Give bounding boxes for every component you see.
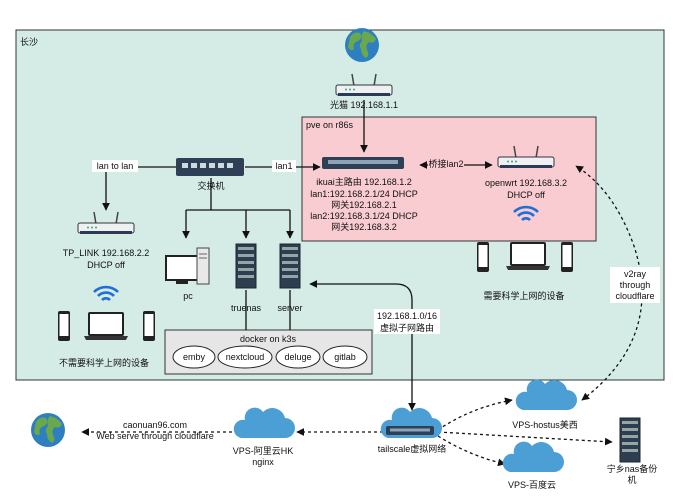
hostus-cloud-icon: [515, 379, 577, 410]
laptop-icon: [84, 312, 128, 340]
pc-icon: [165, 247, 210, 285]
v2ray-label-1: v2ray: [624, 269, 647, 279]
ningxiang-line-2: 机: [627, 474, 636, 485]
openwrt-line-1: openwrt 192.168.3.2: [485, 178, 567, 188]
app-emby-label: emby: [183, 352, 206, 362]
internet-globe-icon: [345, 28, 379, 62]
pve-region: [301, 116, 597, 242]
v2ray-label-2: through: [620, 280, 651, 290]
ningxiang-line-1: 宁乡nas备份: [607, 463, 658, 474]
docker-label: docker on k3s: [240, 334, 297, 344]
phone-icon: [143, 311, 155, 341]
subnet-label-1: 192.168.1.0/16: [377, 311, 437, 321]
ikuai-line-5: 网关192.168.3.2: [331, 221, 397, 232]
pve-label: pve on r86s: [306, 120, 354, 130]
aliyun-cloud-icon: [233, 407, 295, 438]
pc-label: pc: [183, 291, 193, 301]
ikuai-line-3: 网关192.168.2.1: [331, 199, 397, 210]
laptop-icon: [506, 242, 550, 270]
website-line-1: caonuan96.com: [123, 420, 187, 430]
changsha-label: 长沙: [20, 36, 38, 47]
app-nextcloud-label: nextcloud: [226, 352, 265, 362]
tailscale-router-icon: [380, 407, 442, 438]
phone-icon: [477, 242, 489, 272]
app-deluge-label: deluge: [284, 352, 311, 362]
app-gitlab: [322, 345, 368, 369]
app-nextcloud: [217, 345, 273, 369]
baidu-cloud-icon: [502, 441, 564, 472]
subnet-route-edge: [309, 280, 416, 411]
modem-label: 光猫 192.168.1.1: [330, 99, 398, 110]
to-ningxiang-edge: [437, 431, 613, 446]
switch-icon: [176, 158, 244, 176]
tplink-line-2: DHCP off: [87, 260, 125, 270]
ikuai-line-1: ikuai主路由 192.168.1.2: [316, 176, 412, 187]
hostus-label: VPS-hostus美西: [512, 419, 578, 430]
lan-to-lan-label: lan to lan: [97, 161, 134, 171]
phone-icon: [561, 242, 573, 272]
website-line-2: Web serve through cloudflare: [96, 431, 213, 441]
bridge-label: 桥接lan2: [428, 158, 463, 169]
subnet-label-2: 虚拟子网路由: [380, 322, 434, 333]
server-icon: [279, 243, 301, 289]
ikuai-line-2: lan1:192.168.2.1/24 DHCP: [310, 189, 418, 199]
tplink-line-1: TP_LINK 192.168.2.2: [63, 248, 150, 258]
ikuai-router-icon: [322, 157, 404, 169]
to-baidu-edge: [437, 435, 506, 467]
lan1-label: lan1: [275, 161, 292, 171]
truenas-server-icon: [235, 243, 257, 289]
to-hostus-edge: [437, 397, 513, 431]
switch-label: 交换机: [197, 180, 224, 191]
devices-need-label: 需要科学上网的设备: [483, 290, 564, 301]
app-gitlab-label: gitlab: [334, 352, 356, 362]
tailscale-label: tailscale虚拟网络: [378, 443, 447, 454]
app-emby: [172, 345, 216, 369]
app-deluge: [275, 345, 321, 369]
ikuai-line-4: lan2:192.168.3.1/24 DHCP: [310, 211, 418, 221]
website-globe-icon: [31, 413, 65, 447]
baidu-label: VPS-百度云: [508, 479, 556, 490]
phone-icon: [58, 311, 70, 341]
ningxiang-nas-icon: [619, 417, 641, 463]
devices-no-label: 不需要科学上网的设备: [59, 357, 149, 368]
openwrt-line-2: DHCP off: [507, 190, 545, 200]
aliyun-line-2: nginx: [252, 457, 274, 467]
aliyun-line-1: VPS-阿里云HK: [233, 446, 294, 456]
v2ray-edge: [575, 165, 643, 401]
v2ray-label-3: cloudflare: [615, 291, 654, 301]
